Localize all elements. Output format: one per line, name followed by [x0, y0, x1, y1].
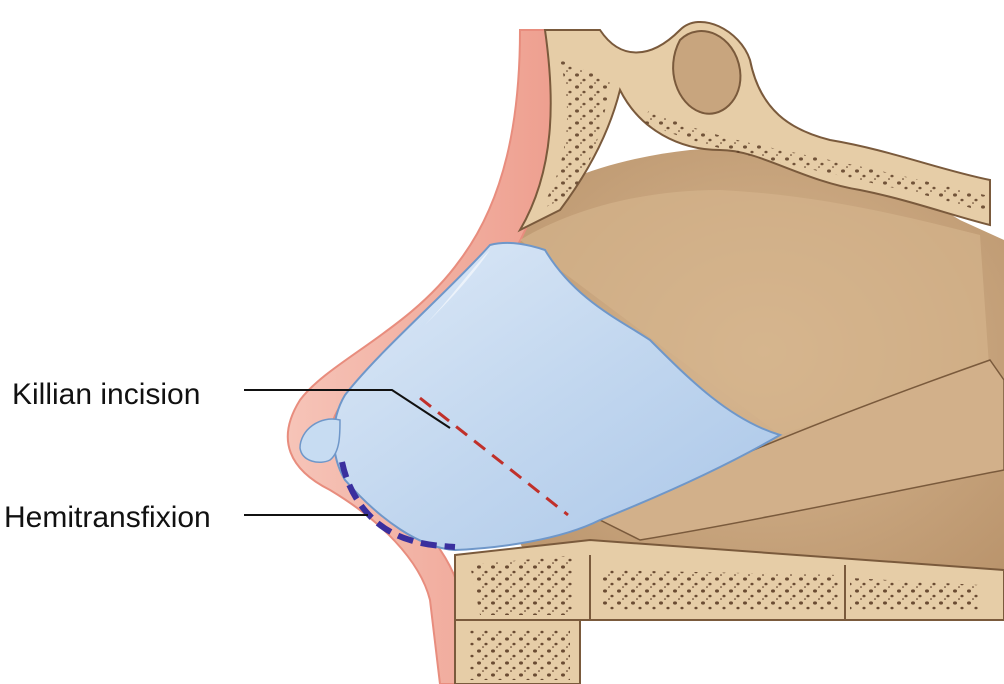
septal-cartilage [332, 241, 783, 552]
perpendicular-plate [520, 190, 990, 435]
killian-leader-line [244, 389, 451, 429]
alar-cartilage-tip [299, 418, 341, 463]
frontal-sinus [672, 30, 742, 115]
killian-incision-line [419, 396, 569, 517]
killian-incision-label: Killian incision [12, 378, 201, 411]
hemitransfixion-label: Hemitransfixion [4, 501, 211, 534]
hemitransfixion-line [339, 461, 456, 550]
